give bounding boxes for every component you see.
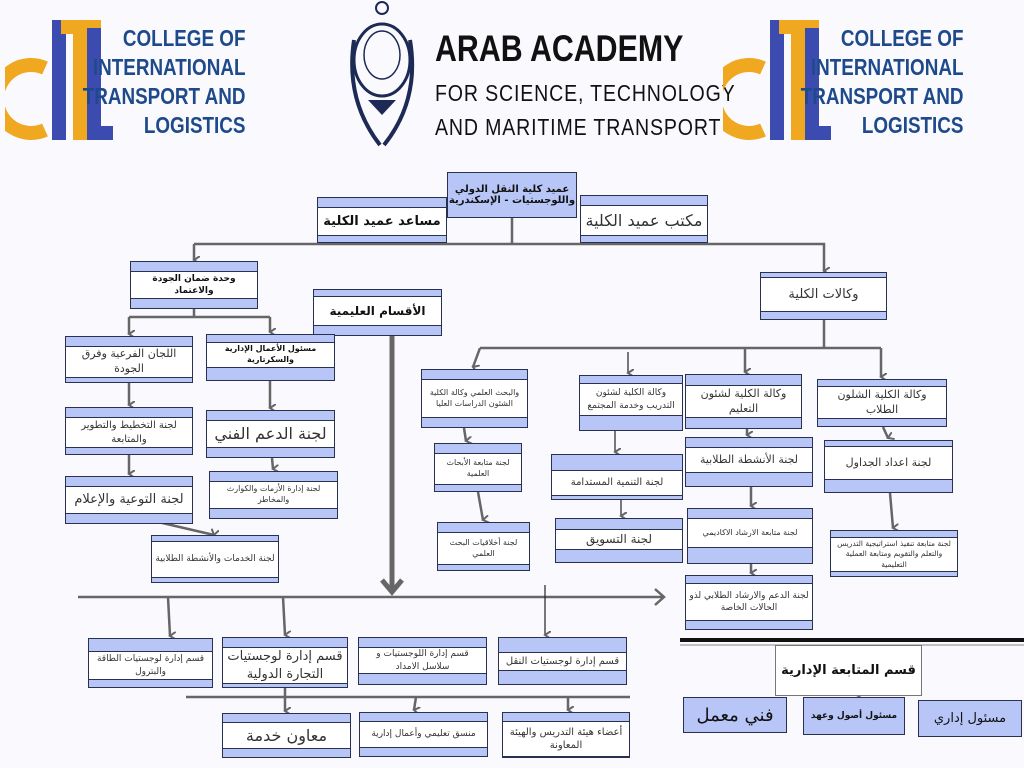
box-label: مسئول أصول وعهد bbox=[810, 711, 898, 721]
box-label: مساعد عميد الكلية bbox=[323, 213, 441, 229]
box-research-followup[interactable]: لجنة متابعة الأبحاث العلمية bbox=[434, 443, 522, 492]
box-label: لجنة متابعة الأبحاث العلمية bbox=[446, 458, 510, 478]
box-label: قسم إدارة لوجستيات الطاقة والبترول bbox=[96, 654, 205, 677]
box-student-activities[interactable]: لجنة الأنشطة الطلابية bbox=[685, 437, 813, 487]
box-vp-research[interactable]: والبحث العلمي وكالة الكلية الشئون الدراس… bbox=[421, 369, 528, 428]
box-planning-committee[interactable]: لجنة التخطيط والتطوير والمتابعة bbox=[65, 407, 193, 455]
box-label: لجنة الخدمات والأنشطة الطلابية bbox=[155, 554, 275, 565]
aast-subtitle-1: FOR SCIENCE, TECHNOLOGY bbox=[435, 80, 736, 106]
cit-logo-left: COLLEGE OF INTERNATIONAL TRANSPORT AND L… bbox=[0, 18, 245, 153]
box-vp-training[interactable]: وكالة الكلية لشئون التدريب وخدمة المجتمع bbox=[579, 375, 683, 431]
box-label: لجنة إدارة الأزمات والكوارث والمخاطر bbox=[226, 484, 321, 504]
box-dept-transport[interactable]: قسم إدارة لوجستيات النقل bbox=[498, 637, 627, 685]
box-special-support[interactable]: لجنة الدعم والارشاد الطلابي لذو الحالات … bbox=[685, 575, 813, 630]
box-dept-trade[interactable]: قسم إدارة لوجستيات التجارة الدولية bbox=[222, 637, 348, 688]
box-label: لجنة الدعم والارشاد الطلابي لذو الحالات … bbox=[689, 590, 809, 613]
box-label: لجنة أخلاقيات البحث العلمي bbox=[449, 537, 518, 558]
box-vice-deans[interactable]: وكالات الكلية bbox=[760, 272, 887, 320]
box-label: وكالة الكلية لشئون التدريب وخدمة المجتمع bbox=[587, 388, 675, 411]
box-strategy-followup[interactable]: لجنة متابعة تنفيذ استراتيجية التدريس وال… bbox=[830, 530, 958, 577]
cit-line: INTERNATIONAL bbox=[92, 54, 245, 80]
box-schedules[interactable]: لجنة اعداد الجداول bbox=[824, 440, 953, 493]
box-label: لجنة التوعية والإعلام bbox=[74, 492, 184, 508]
box-label: مكتب عميد الكلية bbox=[585, 210, 703, 230]
box-label: لجنة اعداد الجداول bbox=[845, 455, 932, 469]
box-label: مسئول الأعمال الإدارية والسكرتارية bbox=[224, 344, 317, 364]
box-label: قسم المتابعة الإدارية bbox=[781, 663, 916, 678]
box-admin-officer[interactable]: مسئول إداري bbox=[918, 700, 1022, 737]
box-label: اللجان الفرعية وفرق الجودة bbox=[81, 347, 177, 375]
box-sub-committees[interactable]: اللجان الفرعية وفرق الجودة bbox=[65, 336, 193, 383]
box-assets-officer[interactable]: مسئول أصول وعهد bbox=[803, 697, 905, 735]
box-label: الأقسام العليمية bbox=[329, 303, 426, 318]
departments-trunk bbox=[380, 336, 404, 596]
box-label: قسم إدارة اللوجستيات و سلاسل الامداد bbox=[376, 649, 469, 672]
box-vp-education[interactable]: وكالة الكلية لشئون التعليم bbox=[685, 374, 802, 429]
box-label: لجنة التسويق bbox=[585, 532, 653, 547]
box-label: والبحث العلمي وكالة الكلية الشئون الدراس… bbox=[429, 387, 520, 408]
box-label: وحدة ضمان الجودة والاعتماد bbox=[152, 273, 236, 296]
cit-line: COLLEGE OF bbox=[840, 25, 963, 51]
thin-connectors bbox=[545, 352, 628, 635]
cit-line: TRANSPORT AND bbox=[800, 83, 963, 109]
box-label: قسم إدارة لوجستيات النقل bbox=[505, 655, 620, 667]
box-coordinator[interactable]: منسق تعليمي وأعمال إدارية bbox=[359, 712, 488, 757]
box-label: وكالة الكلية لشئون التعليم bbox=[700, 386, 787, 415]
box-dean-office[interactable]: مكتب عميد الكلية bbox=[580, 195, 708, 243]
box-label: مسئول إداري bbox=[933, 711, 1007, 726]
box-label: قسم إدارة لوجستيات التجارة الدولية bbox=[227, 649, 343, 682]
box-label: لجنة التنمية المستدامة bbox=[570, 477, 664, 489]
box-tech-support-committee[interactable]: لجنة الدعم الفني bbox=[206, 410, 335, 458]
box-label: لجنة متابعة الارشاد الاكاديمي bbox=[702, 527, 798, 537]
cit-line: INTERNATIONAL bbox=[810, 54, 963, 80]
box-assistant-dean[interactable]: مساعد عميد الكلية bbox=[317, 197, 447, 243]
box-label: أعضاء هيئة التدريس والهيئة المعاونة bbox=[509, 726, 623, 752]
box-vp-students[interactable]: وكالة الكلية الشلون الطلاب bbox=[817, 379, 947, 427]
box-label: لجنة التخطيط والتطوير والمتابعة bbox=[81, 420, 177, 445]
box-label: عميد كلية النقل الدولي واللوجستيات - الإ… bbox=[448, 184, 576, 206]
aast-logo: ARAB ACADEMY FOR SCIENCE, TECHNOLOGY AND… bbox=[340, 0, 735, 160]
box-sustainable-dev[interactable]: لجنة التنمية المستدامة bbox=[551, 454, 683, 500]
box-admin-secretary[interactable]: مسئول الأعمال الإدارية والسكرتارية bbox=[206, 334, 335, 381]
box-quality-unit[interactable]: وحدة ضمان الجودة والاعتماد bbox=[130, 261, 258, 309]
box-dean[interactable]: عميد كلية النقل الدولي واللوجستيات - الإ… bbox=[447, 172, 577, 218]
cit-line: LOGISTICS bbox=[861, 112, 963, 138]
box-service-assistant[interactable]: معاون خدمة bbox=[222, 713, 351, 758]
cit-line: TRANSPORT AND bbox=[82, 83, 245, 109]
box-academic-departments[interactable]: الأقسام العليمية bbox=[313, 289, 442, 336]
aast-emblem-icon bbox=[350, 1, 415, 147]
cit-line: LOGISTICS bbox=[143, 112, 245, 138]
box-crisis-committee[interactable]: لجنة إدارة الأزمات والكوارث والمخاطر bbox=[209, 471, 338, 519]
box-label: وكالة الكلية الشلون الطلاب bbox=[837, 387, 927, 416]
box-label: فني معمل bbox=[696, 704, 774, 726]
cit-emblem-icon bbox=[0, 20, 113, 140]
box-admin-followup[interactable]: قسم المتابعة الإدارية bbox=[775, 645, 922, 696]
box-research-ethics[interactable]: لجنة أخلاقيات البحث العلمي bbox=[437, 522, 530, 571]
box-awareness-committee[interactable]: لجنة التوعية والإعلام bbox=[65, 476, 193, 524]
cit-logo-right: COLLEGE OF INTERNATIONAL TRANSPORT AND L… bbox=[708, 18, 963, 153]
cit-line: COLLEGE OF bbox=[122, 25, 245, 51]
box-label: لجنة متابعة تنفيذ استراتيجية التدريس وال… bbox=[837, 539, 951, 569]
aast-subtitle-2: AND MARITIME TRANSPORT bbox=[435, 114, 722, 140]
box-label: لجنة الدعم الفني bbox=[214, 424, 327, 444]
box-label: وكالات الكلية bbox=[788, 286, 859, 302]
box-academic-advising[interactable]: لجنة متابعة الارشاد الاكاديمي bbox=[687, 508, 813, 564]
box-label: منسق تعليمي وأعمال إدارية bbox=[371, 729, 476, 740]
aast-title: ARAB ACADEMY bbox=[435, 28, 684, 69]
box-faculty[interactable]: أعضاء هيئة التدريس والهيئة المعاونة bbox=[502, 712, 630, 758]
box-dept-energy[interactable]: قسم إدارة لوجستيات الطاقة والبترول bbox=[88, 638, 213, 688]
box-label: لجنة الأنشطة الطلابية bbox=[699, 452, 799, 466]
box-lab-technician[interactable]: فني معمل bbox=[683, 697, 787, 733]
box-dept-supply-chain[interactable]: قسم إدارة اللوجستيات و سلاسل الامداد bbox=[358, 637, 487, 685]
connectors bbox=[78, 218, 893, 711]
box-student-services-committee[interactable]: لجنة الخدمات والأنشطة الطلابية bbox=[151, 535, 279, 583]
box-marketing[interactable]: لجنة التسويق bbox=[555, 518, 683, 563]
box-label: معاون خدمة bbox=[245, 725, 328, 745]
